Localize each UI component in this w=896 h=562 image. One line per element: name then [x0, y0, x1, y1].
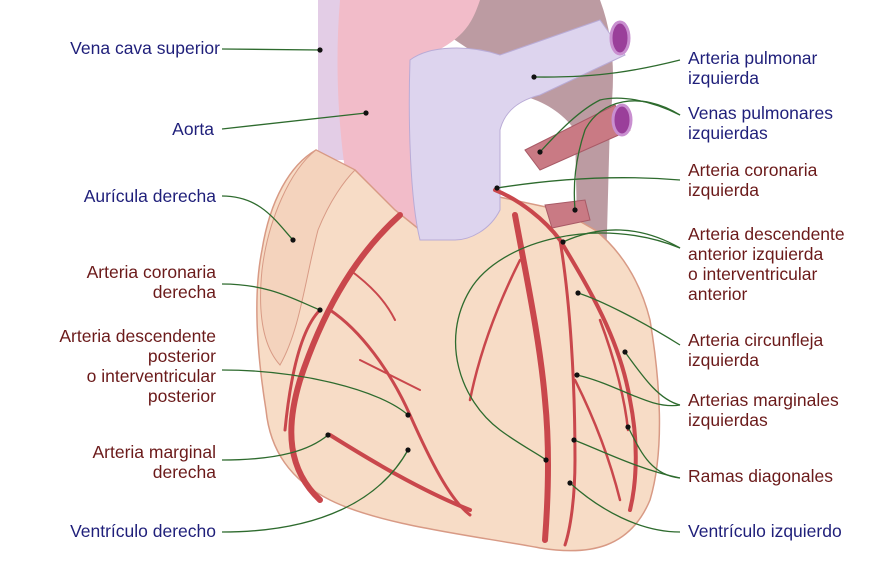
anchor-dot-ramas-diagonales-1 — [625, 424, 630, 429]
label-line: derecha — [92, 462, 216, 482]
label-line: izquierdas — [688, 123, 833, 143]
label-line: posterior — [59, 386, 216, 406]
label-line: Arteria pulmonar — [688, 48, 817, 68]
label-line: Ventrículo derecho — [70, 521, 216, 541]
anchor-dot-venas-pulmonares-1 — [537, 149, 542, 154]
label-line: o interventricular — [59, 366, 216, 386]
label-arteria-circunfleja-izquierda: Arteria circunfleja izquierda — [688, 330, 823, 370]
anchor-dot-arteria-descendente-anterior-2 — [543, 457, 548, 462]
label-auricula-derecha: Aurícula derecha — [84, 186, 216, 206]
label-arteria-descendente-anterior: Arteria descendente anterior izquierda o… — [688, 224, 845, 304]
label-arterias-marginales-izquierdas: Arterias marginales izquierdas — [688, 390, 839, 430]
label-ventriculo-izquierdo: Ventrículo izquierdo — [688, 521, 842, 541]
anchor-dot-aorta — [363, 110, 368, 115]
label-line: Arteria descendente — [59, 326, 216, 346]
label-arteria-marginal-derecha: Arteria marginal derecha — [92, 442, 216, 482]
anchor-dot-venas-pulmonares-2 — [572, 207, 577, 212]
anchor-dot-auricula-derecha — [290, 237, 295, 242]
label-line: Ventrículo izquierdo — [688, 521, 842, 541]
label-arteria-coronaria-derecha: Arteria coronaria derecha — [87, 262, 216, 302]
label-line: anterior — [688, 284, 845, 304]
label-line: Vena cava superior — [70, 38, 220, 58]
label-ramas-diagonales: Ramas diagonales — [688, 466, 833, 486]
anchor-dot-vena-cava-superior — [317, 47, 322, 52]
label-line: anterior izquierda — [688, 244, 845, 264]
label-venas-pulmonares-izquierdas: Venas pulmonares izquierdas — [688, 103, 833, 143]
anchor-dot-arteria-circunfleja-izquierda — [575, 290, 580, 295]
label-line: o interventricular — [688, 264, 845, 284]
leader-vena-cava-superior — [222, 49, 320, 50]
label-line: Aorta — [172, 119, 214, 139]
label-arteria-descendente-posterior: Arteria descendente posterior o interven… — [59, 326, 216, 406]
anchor-dot-arteria-coronaria-derecha — [317, 307, 322, 312]
label-line: Aurícula derecha — [84, 186, 216, 206]
anchor-dot-arteria-marginal-derecha — [325, 432, 330, 437]
label-vena-cava-superior: Vena cava superior — [70, 38, 220, 58]
label-line: izquierda — [688, 350, 823, 370]
label-line: Arteria coronaria — [688, 160, 817, 180]
label-line: posterior — [59, 346, 216, 366]
anchor-dot-ventriculo-derecho — [405, 447, 410, 452]
anchor-dot-arteria-descendente-anterior-1 — [560, 239, 565, 244]
pulmonary-artery-opening — [611, 22, 629, 54]
label-ventriculo-derecho: Ventrículo derecho — [70, 521, 216, 541]
anchor-dot-arteria-descendente-posterior — [405, 412, 410, 417]
anchor-dot-arterias-marginales-2 — [574, 372, 579, 377]
label-line: Arterias marginales — [688, 390, 839, 410]
label-aorta: Aorta — [172, 119, 214, 139]
pulmonary-vein-opening — [613, 105, 631, 135]
label-line: Arteria circunfleja — [688, 330, 823, 350]
label-line: izquierda — [688, 68, 817, 88]
anchor-dot-ramas-diagonales-2 — [571, 437, 576, 442]
label-arteria-coronaria-izquierda: Arteria coronaria izquierda — [688, 160, 817, 200]
label-line: Arteria marginal — [92, 442, 216, 462]
label-line: Venas pulmonares — [688, 103, 833, 123]
label-line: derecha — [87, 282, 216, 302]
anchor-dot-arterias-marginales-1 — [622, 349, 627, 354]
label-line: Arteria descendente — [688, 224, 845, 244]
label-line: Arteria coronaria — [87, 262, 216, 282]
label-arteria-pulmonar-izquierda: Arteria pulmonar izquierda — [688, 48, 817, 88]
anchor-dot-arteria-coronaria-izquierda — [494, 185, 499, 190]
anchor-dot-arteria-pulmonar-izquierda — [531, 74, 536, 79]
label-line: izquierdas — [688, 410, 839, 430]
anchor-dot-ventriculo-izquierdo — [567, 480, 572, 485]
label-line: Ramas diagonales — [688, 466, 833, 486]
label-line: izquierda — [688, 180, 817, 200]
